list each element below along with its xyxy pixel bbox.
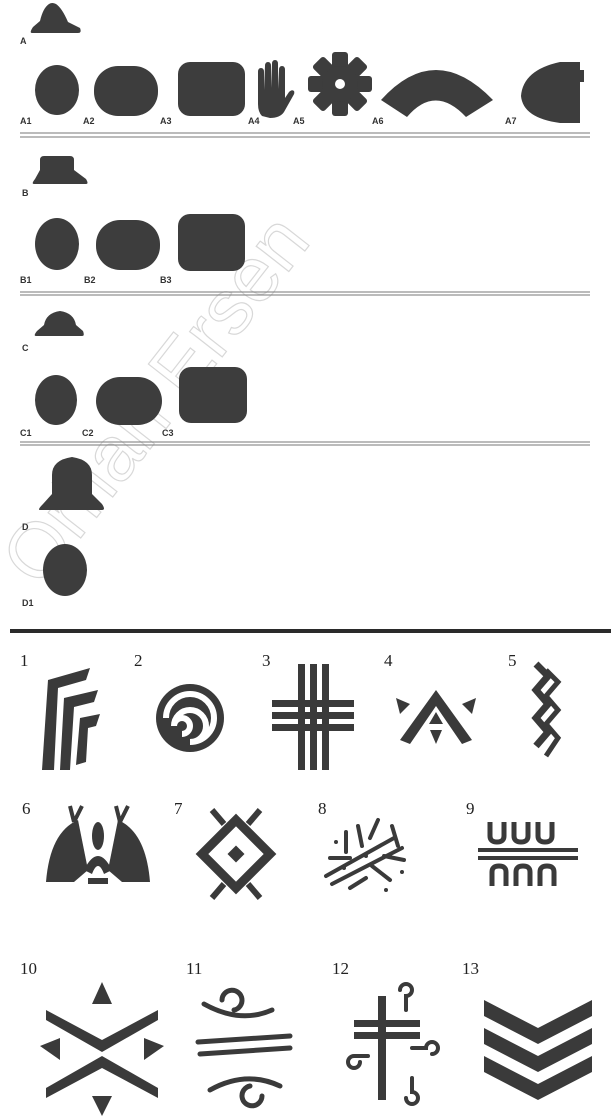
group-b: B B1 B2 B3: [20, 156, 245, 285]
shape-a7-bell: [521, 62, 584, 123]
shape-b3: [178, 214, 245, 271]
base-label-d: D: [22, 522, 29, 532]
motif-number-3: 3: [262, 651, 271, 670]
shape-a3: [178, 62, 245, 116]
motif-5: 5: [508, 651, 558, 756]
motif-number-9: 9: [466, 799, 475, 818]
item-label-a2: A2: [83, 116, 95, 126]
shape-b2: [96, 220, 160, 270]
stamp-base-c: [35, 311, 84, 336]
shape-a1: [35, 65, 79, 115]
item-label-a3: A3: [160, 116, 172, 126]
shape-c1: [35, 375, 77, 425]
item-label-a6: A6: [372, 116, 384, 126]
motif-3: 3: [262, 651, 354, 770]
item-label-a7: A7: [505, 116, 517, 126]
motif-8: 8: [318, 799, 404, 892]
base-label-b: B: [22, 188, 29, 198]
shape-c2: [96, 377, 162, 425]
shape-a2: [94, 66, 158, 116]
item-label-b1: B1: [20, 275, 32, 285]
motif-number-8: 8: [318, 799, 327, 818]
shape-c3: [179, 367, 247, 423]
group-a: A A1 A2 A3 A4 A5 A6 A7: [20, 3, 584, 126]
motif-number-4: 4: [384, 651, 393, 670]
motif-number-13: 13: [462, 959, 479, 978]
shape-d1: [43, 544, 87, 596]
motif-9: 9: [466, 799, 578, 886]
motif-6: 6: [22, 799, 150, 884]
item-label-a1: A1: [20, 116, 32, 126]
motif-2: 2: [134, 651, 224, 752]
motif-number-10: 10: [20, 959, 37, 978]
item-label-b3: B3: [160, 275, 172, 285]
motif-13: 13: [462, 959, 592, 1100]
item-label-c3: C3: [162, 428, 174, 438]
stamp-base-a: [31, 3, 81, 33]
motif-10: 10: [20, 959, 164, 1116]
motif-number-5: 5: [508, 651, 517, 670]
item-label-a5: A5: [293, 116, 305, 126]
motif-4: 4: [384, 651, 476, 744]
motif-1: 1: [20, 651, 100, 770]
shape-a6-arch: [381, 70, 493, 117]
motif-12: 12: [332, 959, 438, 1104]
item-label-a4: A4: [248, 116, 260, 126]
item-label-b2: B2: [84, 275, 96, 285]
motif-number-6: 6: [22, 799, 31, 818]
motif-number-2: 2: [134, 651, 143, 670]
shape-a5-star: [308, 52, 372, 116]
motif-number-12: 12: [332, 959, 349, 978]
base-label-c: C: [22, 343, 29, 353]
item-label-c1: C1: [20, 428, 32, 438]
motif-number-7: 7: [174, 799, 183, 818]
base-label-a: A: [20, 36, 27, 46]
stamp-base-b: [33, 156, 88, 184]
motif-number-11: 11: [186, 959, 202, 978]
shape-b1: [35, 218, 79, 270]
shape-a4-hand: [258, 60, 294, 118]
item-label-d1: D1: [22, 598, 34, 608]
motif-11: 11: [186, 959, 290, 1106]
motif-7: 7: [174, 799, 270, 898]
item-label-c2: C2: [82, 428, 94, 438]
motif-number-1: 1: [20, 651, 29, 670]
